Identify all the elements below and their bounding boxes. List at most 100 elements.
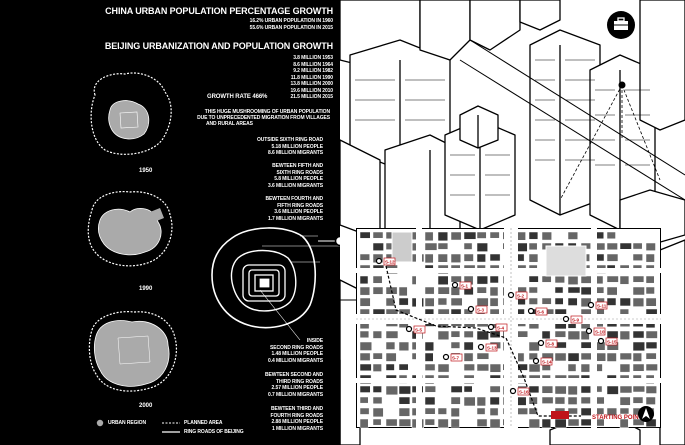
site-marker[interactable]: S-2 [507,291,528,300]
ring-stat-value: 1.7 Million migrants [268,215,323,222]
map-block [645,341,658,349]
map-block [424,407,436,415]
site-marker[interactable]: S-12 [375,257,396,266]
map-block [632,286,645,296]
map-block [619,407,630,415]
map-block [450,330,461,338]
map-block [528,363,541,373]
map-block [424,253,434,264]
map-block [580,330,590,341]
site-marker[interactable]: S-8 [537,339,558,348]
ring-stat-title: fourth ring roads [270,412,324,419]
briefcase-icon[interactable] [606,10,636,40]
site-marker[interactable]: S-7 [442,353,463,362]
map-block [450,275,462,283]
map-block [541,297,552,305]
site-marker[interactable]: S-1 [451,281,472,290]
site-label: S-11 [597,304,607,309]
site-marker[interactable]: S-16 [509,387,530,396]
map-block [567,275,579,285]
beijing-note: and rural areas [206,121,253,127]
pointer-dot [618,81,626,89]
map-block [528,286,538,294]
map-block [606,297,617,306]
site-marker[interactable]: S-5 [405,325,426,334]
starting-point-label: Starting point [592,415,643,421]
ring-stat-title: Bewteen third and [270,406,323,412]
map-block [398,297,409,306]
ring-stat-title: Bewteen fourth and [265,196,324,202]
street-map[interactable]: S-1S-2S-3S-4 S-5 S-6S-7 S-8 S-9S-10 S-11 S-12S… [356,228,661,428]
map-block [489,396,500,406]
beijing-population-row: 21.5 Million 2015 [290,94,334,100]
map-block [489,363,502,373]
map-block [567,330,581,340]
map-block [632,385,645,393]
ring-stat-title: sixth ring roads [276,169,324,176]
map-block [424,396,436,406]
map-block [476,253,486,263]
ring-stat-value: 3.6 Million migrants [268,182,323,189]
map-block [619,385,633,394]
china-growth-row: 55.6% Urban population in 2015 [249,25,333,31]
beijing-note: due to unprecedented migration from vill… [197,115,330,121]
map-block [580,363,591,373]
site-marker[interactable]: S-11 [587,301,608,310]
map-block [424,297,435,307]
map-block [437,275,449,285]
map-block [463,341,474,351]
map-block [463,330,474,338]
beijing-population-row: 19.6 Million 2010 [290,87,334,94]
ring-stat-title: Inside [306,338,323,344]
map-block [541,330,551,340]
map-block [424,352,434,362]
ring-stat-value: 1.48 Million people [271,351,324,357]
ring-stat-value: 1 Million migrants [272,425,323,432]
map-block [645,253,655,263]
map-block [476,407,486,415]
ring-stat-value: 5.18 Million people [271,143,324,150]
map-block [554,330,567,338]
growth-rate: Growth rate 466% [207,94,268,100]
map-block [580,418,593,427]
map-block [372,407,384,418]
ring-stat-title: second ring roads [269,344,323,351]
legend-urban-region: Urban region [108,420,146,426]
map-block [489,231,500,239]
map-block [567,363,577,372]
site-marker[interactable]: S-13 [477,343,498,352]
map-block [489,330,501,338]
site-label: S-7 [452,356,460,361]
site-marker[interactable]: S-3 [467,305,488,314]
site-marker[interactable]: S-9 [562,315,583,324]
site-marker[interactable]: S-6 [527,307,548,316]
map-block [437,231,449,242]
site-label: S-15 [607,340,617,345]
map-block [359,297,371,307]
ring-stat-value: 0.4 Million migrants [268,357,323,364]
map-block [385,341,396,350]
map-block [606,242,618,251]
map-block [450,385,463,393]
map-block [437,297,448,306]
site-marker[interactable]: S-14 [532,357,553,366]
map-block [554,352,567,362]
map-block [541,418,551,428]
map-block [619,330,630,340]
site-label: S-4 [497,326,505,331]
china-growth-row: 16.2% Urban population in 1960 [249,18,333,24]
map-block [437,330,450,340]
map-block [398,286,408,297]
map-block [359,407,370,415]
map-block [476,418,488,427]
site-marker[interactable]: S-10 [585,327,606,336]
site-marker[interactable]: S-15 [597,337,618,346]
map-block [580,385,591,394]
map-block [450,253,462,263]
map-block [528,297,538,305]
map-2000 [88,311,177,392]
site-marker[interactable]: S-4 [487,323,508,332]
north-arrow-icon [638,406,654,422]
map-block [606,352,617,362]
